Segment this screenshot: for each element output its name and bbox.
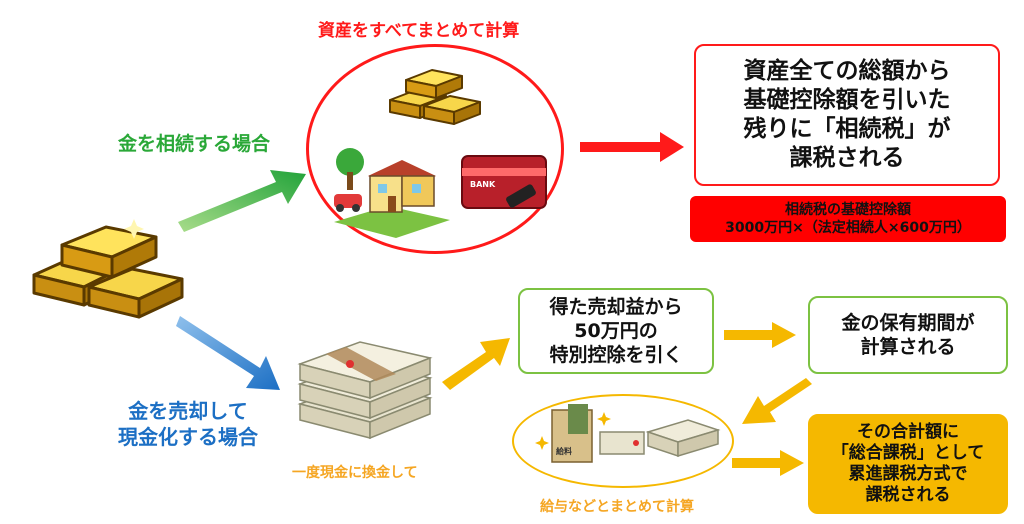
house-icon: [334, 148, 450, 238]
inheritance-tax-line-2: 基礎控除額を引いた: [743, 87, 951, 113]
progressive-tax-line-1: その合計額に: [857, 422, 959, 442]
gold-bars-small-icon: [389, 69, 481, 125]
assets-circle: [306, 44, 564, 254]
card-text: BANK: [470, 180, 496, 189]
orange-arrow-1-icon: [442, 338, 510, 390]
cash-stack-icon: [297, 341, 433, 440]
envelope-text: 給料: [556, 446, 572, 456]
special-deduction-line-3: 特別控除を引く: [549, 344, 683, 366]
sell-gold-label: 金を売却して 現金化する場合: [118, 398, 258, 450]
sell-gold-line-1: 金を売却して: [128, 399, 248, 423]
orange-arrow-2-icon: [724, 322, 796, 348]
red-arrow-icon: [580, 132, 684, 162]
special-deduction-line-2: 50万円の: [574, 320, 658, 342]
progressive-tax-line-4: 課税される: [865, 485, 951, 505]
sell-gold-line-2: 現金化する場合: [118, 425, 258, 449]
holding-period-line-1: 金の保有期間が: [841, 312, 975, 334]
special-deduction-box: 得た売却益から 50万円の 特別控除を引く: [518, 288, 714, 374]
inherit-gold-label: 金を相続する場合: [118, 133, 271, 155]
holding-period-box: 金の保有期間が 計算される: [808, 296, 1008, 374]
basic-deduction-line-1: 相続税の基礎控除額: [785, 202, 911, 218]
progressive-tax-line-3: 累進課税方式で: [848, 464, 968, 484]
gold-bars-icon: [32, 219, 184, 319]
basic-deduction-box: 相続税の基礎控除額 3000万円×（法定相続人×600万円）: [690, 196, 1006, 242]
bank-card-icon: BANK: [461, 155, 547, 209]
orange-arrow-3-icon: [742, 378, 812, 424]
holding-period-line-2: 計算される: [860, 336, 956, 358]
progressive-tax-box: その合計額に 「総合課税」として 累進課税方式で 課税される: [808, 414, 1008, 514]
inheritance-tax-line-3: 残りに「相続税」が: [743, 116, 951, 142]
salary-envelope-icon: 給料: [535, 404, 721, 463]
convert-cash-label: 一度現金に換金して: [292, 465, 418, 481]
orange-arrow-4-icon: [732, 450, 804, 476]
sum-all-assets-label: 資産をすべてまとめて計算: [318, 21, 520, 41]
inheritance-tax-line-4: 課税される: [789, 145, 905, 171]
sum-with-salary-label: 給与などとまとめて計算: [540, 499, 694, 515]
blue-arrow-icon: [176, 316, 280, 390]
inheritance-tax-line-1: 資産全ての総額から: [743, 58, 951, 84]
basic-deduction-line-2: 3000万円×（法定相続人×600万円）: [725, 220, 971, 236]
green-arrow-icon: [178, 170, 306, 232]
salary-ellipse: [512, 394, 734, 488]
inheritance-tax-box: 資産全ての総額から 基礎控除額を引いた 残りに「相続税」が 課税される: [694, 44, 1000, 186]
special-deduction-line-1: 得た売却益から: [549, 296, 683, 318]
progressive-tax-line-2: 「総合課税」として: [831, 443, 985, 463]
